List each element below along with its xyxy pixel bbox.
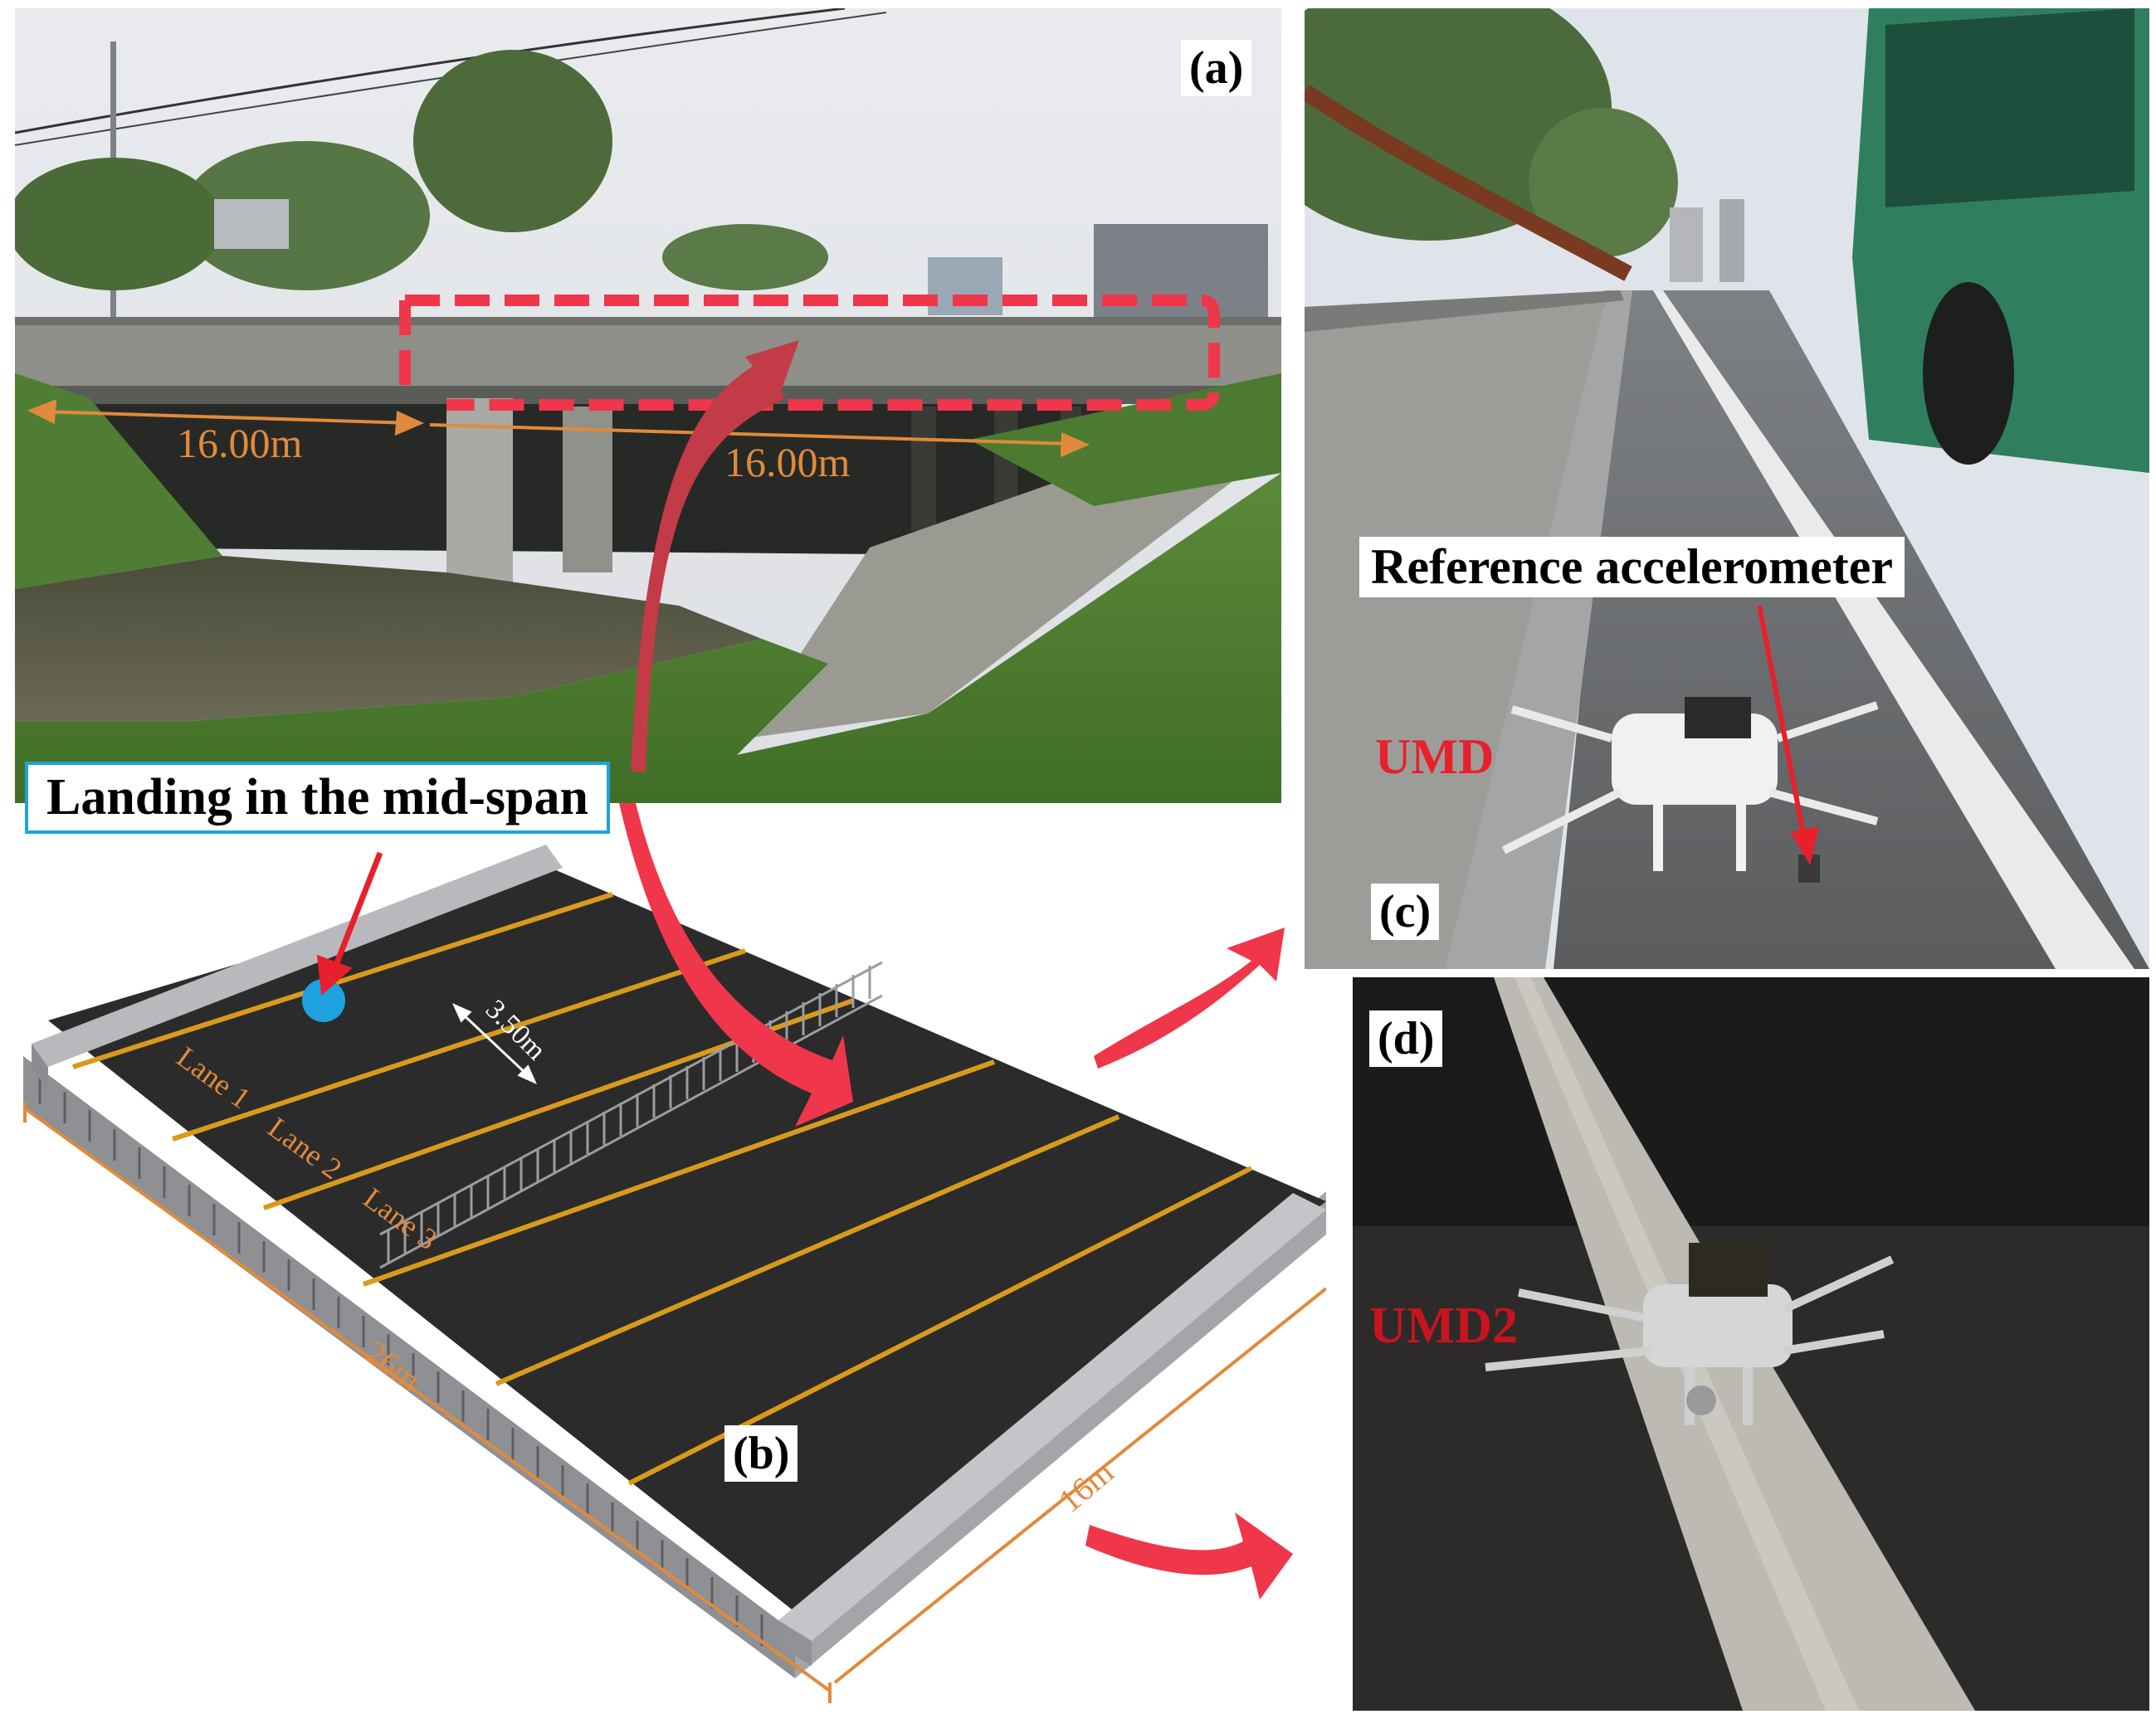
- median-railing: [379, 961, 883, 1269]
- span-highlight-box: [405, 295, 1220, 411]
- landing-callout-box: Landing in the mid-span: [25, 762, 610, 834]
- landing-point-marker: [302, 979, 345, 1022]
- device-label-umd2: UMD2: [1369, 1298, 1519, 1354]
- panel-b-bridge-model: Landing in the mid-span 3.50m Lane 1 Lan…: [15, 803, 1326, 1719]
- panel-a-bridge-photo: 16.00m 16.00m (a): [15, 8, 1281, 803]
- drone-umd: [1501, 697, 1879, 871]
- reference-accelerometer-callout: Reference accelerometer: [1359, 537, 1905, 597]
- device-label-umd: UMD: [1375, 729, 1495, 784]
- panel-label-a: (a): [1181, 40, 1252, 96]
- panel-c-umd-day-photo: Reference accelerometer UMD (c): [1305, 8, 2149, 969]
- callout-arrow-curved: [631, 361, 785, 772]
- panel-label-b: (b): [724, 1425, 798, 1482]
- bridge-deck: [48, 869, 1326, 1612]
- span-dimension-right: [429, 423, 1090, 458]
- drone-umd2: [1485, 1243, 1895, 1425]
- span-dimension-left: [27, 398, 424, 436]
- panel-d-umd2-night-photo: UMD2 (d): [1353, 977, 2149, 1711]
- accelerometer-arrow: [1757, 605, 1819, 865]
- span-label-left: 16.00m: [177, 420, 303, 466]
- callout-arrow-continuation: [619, 803, 853, 1127]
- panel-label-d: (d): [1369, 1010, 1443, 1067]
- arrow-to-panel-c: [1094, 928, 1285, 1069]
- panel-label-c: (c): [1371, 884, 1440, 940]
- landing-arrow: [316, 851, 383, 996]
- arrow-to-panel-d: [1085, 1512, 1293, 1600]
- span-label-right: 16.00m: [724, 439, 851, 485]
